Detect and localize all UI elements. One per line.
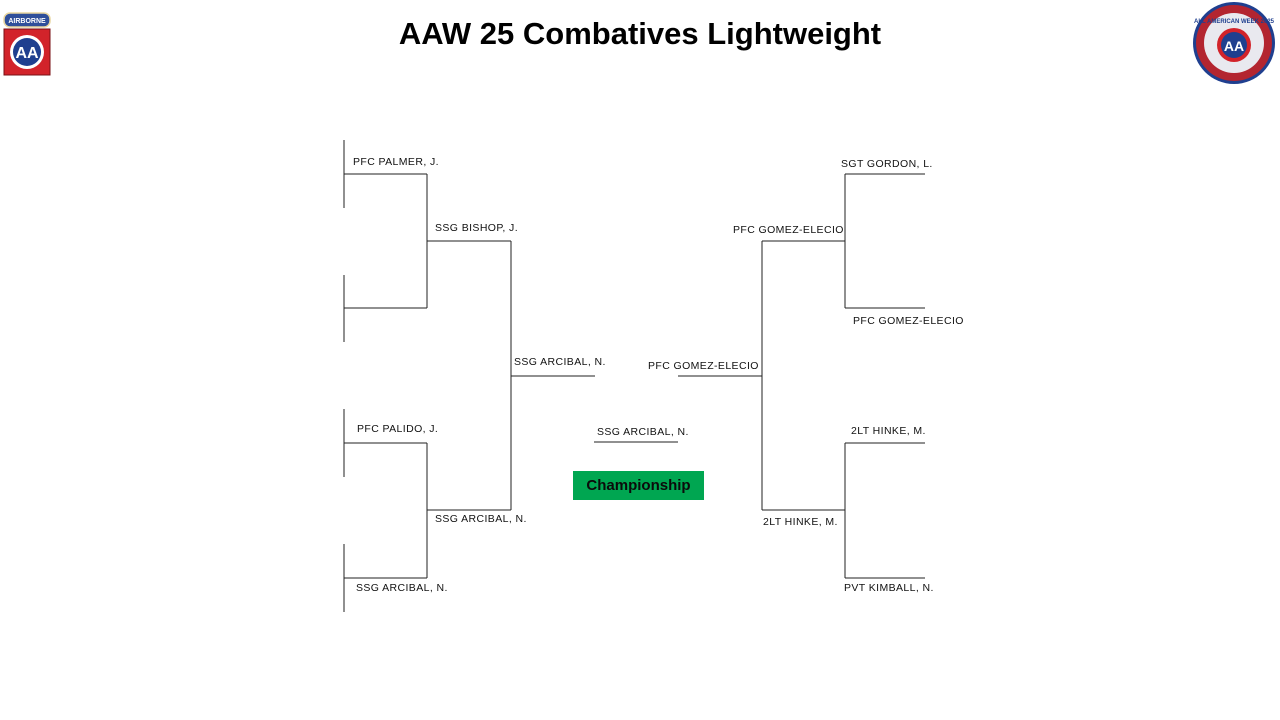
champion-name: SSG ARCIBAL, N. xyxy=(597,426,689,438)
right-round1-name-1: SGT GORDON, L. xyxy=(841,158,933,170)
all-american-week-seal-logo: AA ALL AMERICAN WEEK 2025 xyxy=(1193,2,1275,84)
left-round1-name-3: SSG ARCIBAL, N. xyxy=(356,582,448,594)
left-round2-name-1: SSG BISHOP, J. xyxy=(435,222,519,234)
right-round1-name-4: PVT KIMBALL, N. xyxy=(844,582,934,594)
svg-text:AIRBORNE: AIRBORNE xyxy=(8,18,46,25)
right-round2-name-1: PFC GOMEZ-ELECIO xyxy=(733,224,844,236)
svg-text:ALL AMERICAN WEEK 2025: ALL AMERICAN WEEK 2025 xyxy=(1194,19,1275,25)
left-round1-name-1: PFC PALMER, J. xyxy=(353,156,439,168)
left-round1-name-2: PFC PALIDO, J. xyxy=(357,423,439,435)
svg-text:AA: AA xyxy=(15,45,39,62)
airborne-patch-logo: AIRBORNE AA xyxy=(3,12,51,76)
right-round2-name-2: 2LT HINKE, M. xyxy=(763,516,838,528)
right-round1-name-3: 2LT HINKE, M. xyxy=(851,425,926,437)
right-round1-name-2: PFC GOMEZ-ELECIO xyxy=(853,315,964,327)
right-semi-name: PFC GOMEZ-ELECIO xyxy=(648,360,759,372)
svg-text:AA: AA xyxy=(1224,38,1244,54)
left-round2-name-2: SSG ARCIBAL, N. xyxy=(435,513,527,525)
page-title: AAW 25 Combatives Lightweight xyxy=(398,16,882,51)
championship-label: Championship xyxy=(573,471,704,500)
left-semi-name: SSG ARCIBAL, N. xyxy=(514,356,606,368)
